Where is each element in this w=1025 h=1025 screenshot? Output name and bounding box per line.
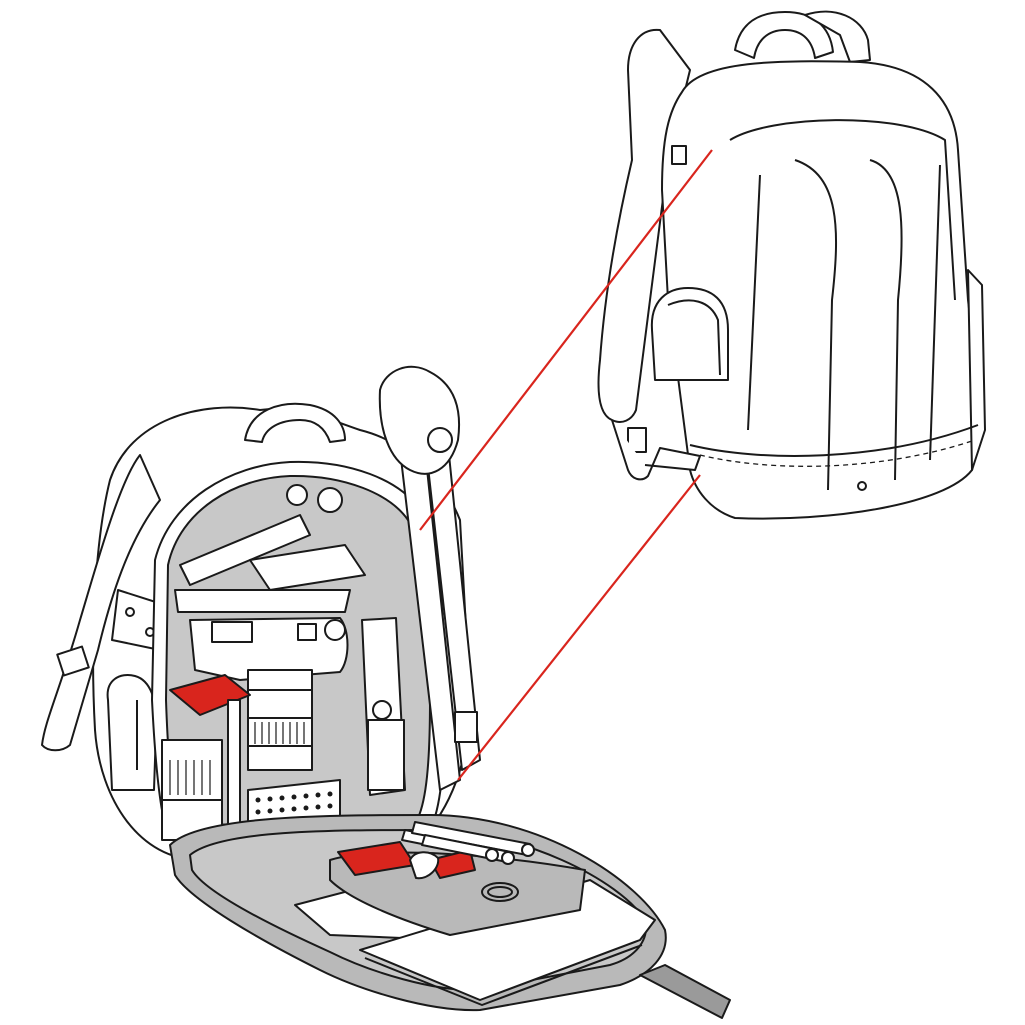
- camera-button-a: [297, 623, 317, 641]
- laptop-edge: [364, 944, 643, 1006]
- pen-cap-b: [521, 843, 535, 857]
- closed-front-seam-c: [747, 174, 761, 431]
- callout-line-bottom: [457, 474, 701, 781]
- closed-side-pocket: [650, 287, 729, 381]
- open-side-pocket: [106, 674, 158, 791]
- carabiner: [409, 851, 440, 880]
- open-backpack: [41, 365, 731, 1019]
- closed-right-strap: [804, 10, 871, 63]
- callout-lines: [419, 149, 713, 781]
- callout-line-top: [419, 149, 713, 531]
- inner-tripod-plate-a: [286, 484, 308, 506]
- camera-viewfinder: [211, 621, 253, 643]
- flash-head: [367, 719, 405, 791]
- camera-dial: [324, 619, 346, 641]
- closed-front-panel: [729, 119, 956, 301]
- open-top-handle: [244, 402, 346, 443]
- organizer-red-slip-b: [429, 849, 476, 879]
- pocket-badge-inner: [487, 886, 513, 898]
- zoom-lens: [247, 669, 313, 771]
- spare-lens: [161, 739, 223, 841]
- closed-front-seam-d: [929, 164, 941, 461]
- spare-lens-grip: [169, 760, 211, 795]
- closed-drain-hole: [857, 481, 867, 491]
- open-strap-buckle: [56, 645, 90, 677]
- cable-accessory: [249, 544, 366, 591]
- inner-tripod: [179, 514, 311, 586]
- closed-side-pocket-lip: [667, 299, 721, 376]
- closed-bottom-band: [689, 424, 979, 457]
- open-left-strap: [41, 454, 161, 752]
- closed-front-seam-a: [794, 159, 838, 491]
- tripod-clamp: [454, 711, 478, 743]
- inner-divider: [227, 699, 241, 841]
- pen-cap-a: [485, 848, 499, 862]
- closed-front-seam-b: [869, 159, 903, 481]
- closed-top-buckle: [671, 145, 687, 165]
- open-side-rivet-a: [125, 607, 135, 617]
- flash-knob: [372, 700, 392, 720]
- top-handle: [734, 11, 834, 59]
- pocket-badge: [481, 882, 519, 902]
- closed-backpack: [597, 10, 986, 520]
- camera-shelf: [174, 589, 351, 613]
- inner-tripod-plate-b: [317, 487, 343, 513]
- closed-bottom-stitch: [699, 439, 976, 467]
- closed-bottom-buckle: [627, 427, 647, 453]
- pen-cap-c: [501, 851, 515, 865]
- lid-pull-strap: [639, 964, 731, 1019]
- tripod-knob: [427, 427, 453, 453]
- zoom-lens-grip: [254, 722, 305, 744]
- closed-hip-strap: [611, 419, 701, 481]
- closed-side-panel: [967, 269, 986, 471]
- lens-cloth: [169, 674, 251, 716]
